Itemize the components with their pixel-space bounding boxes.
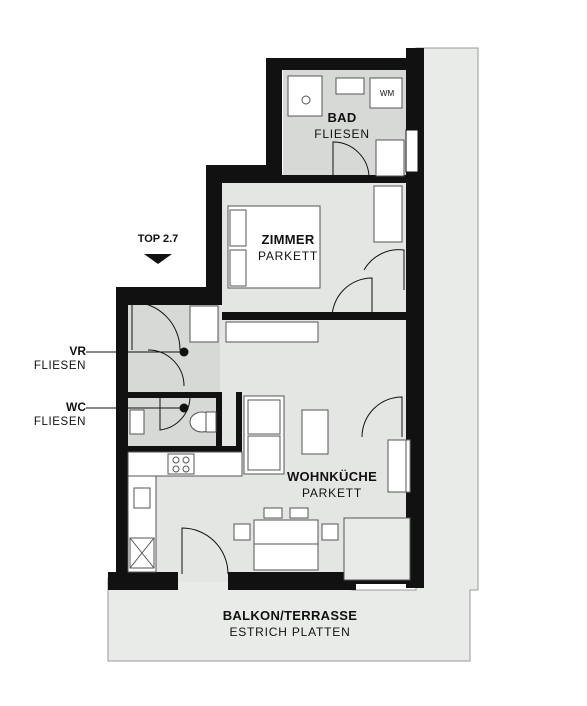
room-label-zimmer: ZIMMER PARKETT xyxy=(248,232,328,264)
bed xyxy=(227,185,403,289)
window-bathroom xyxy=(405,129,419,173)
walls xyxy=(108,48,424,590)
markers xyxy=(86,254,189,413)
unit-marker-label: TOP 2.7 xyxy=(137,233,179,245)
room-label-vr: VR FLIESEN xyxy=(20,344,86,374)
room-floor: FLIESEN xyxy=(33,416,86,428)
room-name: WOHNKÜCHE xyxy=(286,469,378,484)
room-floor: FLIESEN xyxy=(33,360,86,372)
room-floor: PARKETT xyxy=(301,486,363,500)
room-name: BALKON/TERRASSE xyxy=(222,608,358,623)
doors xyxy=(131,141,405,575)
wc-fixtures xyxy=(129,409,217,435)
room-floor: ESTRICH PLATTEN xyxy=(229,625,351,639)
room-name: BAD xyxy=(327,110,357,125)
kitchen-counter xyxy=(127,451,243,573)
balcony-cabinet xyxy=(343,517,411,581)
unit-marker: TOP 2.7 xyxy=(133,233,183,245)
entrance-arrow-icon xyxy=(144,254,172,264)
room-label-balkon: BALKON/TERRASSE ESTRICH PLATTEN xyxy=(200,608,380,640)
room-label-bad: BAD FLIESEN xyxy=(312,110,372,142)
appliance-text: WM xyxy=(379,89,395,98)
room-name: ZIMMER xyxy=(261,232,315,247)
room-floor: PARKETT xyxy=(257,249,319,263)
sofa xyxy=(243,395,407,493)
room-label-wohnkueche: WOHNKÜCHE PARKETT xyxy=(282,469,382,501)
hallway-furniture xyxy=(189,305,319,343)
room-name: WC xyxy=(66,400,86,414)
room-name: VR xyxy=(69,344,86,358)
dining-set xyxy=(233,507,339,571)
room-label-wc: WC FLIESEN xyxy=(20,400,86,430)
bathroom-fixtures xyxy=(287,75,405,177)
appliance-label: WM xyxy=(372,86,402,102)
room-floor: FLIESEN xyxy=(314,127,370,141)
